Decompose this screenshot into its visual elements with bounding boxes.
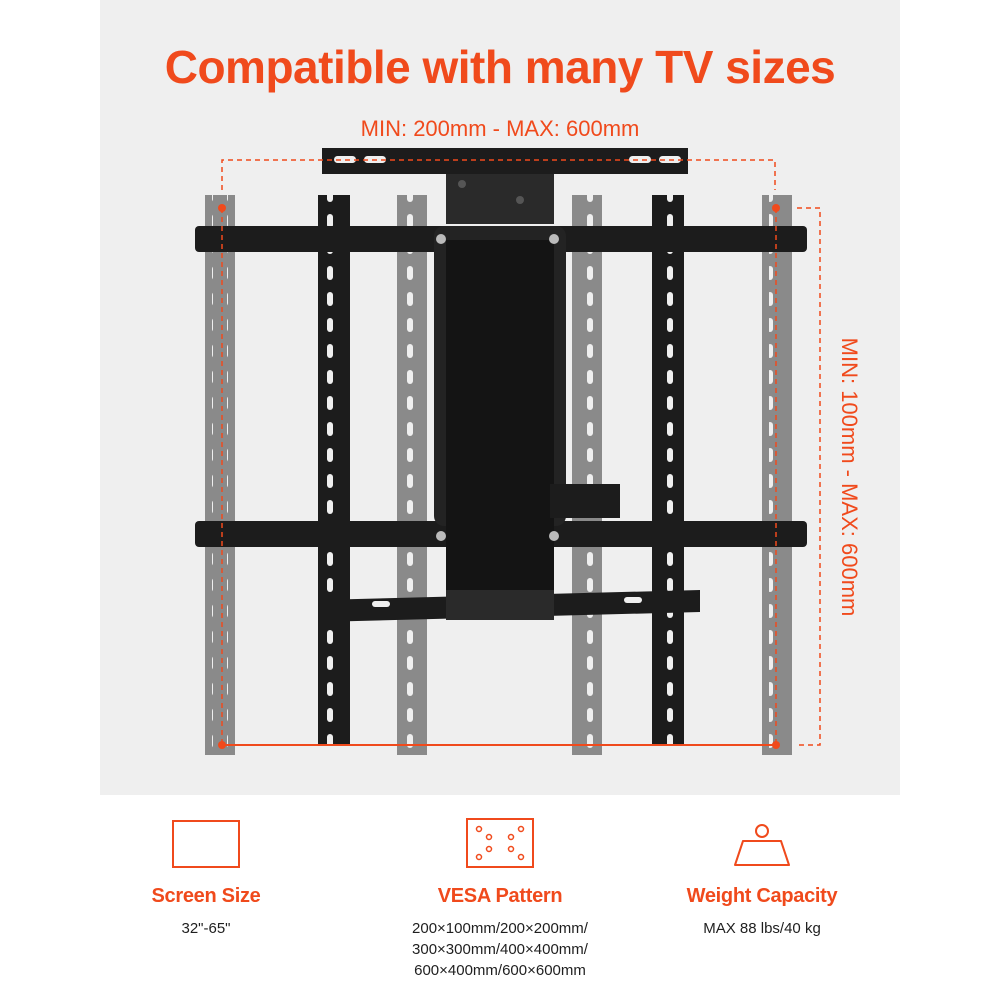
screen-icon xyxy=(172,820,240,868)
feature-title: Screen Size xyxy=(151,885,261,907)
bottom-brace xyxy=(318,590,700,622)
feature-vesa-pattern: VESA Pattern 200×100mm/200×200mm/ 300×30… xyxy=(370,815,630,981)
feature-value-line: 600×400mm/600×600mm xyxy=(414,962,586,979)
dimension-guides xyxy=(218,159,821,749)
top-mounting-plate xyxy=(322,148,688,224)
height-range-label: MIN: 100mm - MAX: 600mm xyxy=(837,337,862,617)
feature-weight-capacity: Weight Capacity MAX 88 lbs/40 kg xyxy=(632,815,892,939)
feature-title: VESA Pattern xyxy=(437,885,563,907)
feature-value: 32"-65" xyxy=(181,920,231,937)
vesa-pattern-icon xyxy=(466,818,534,868)
feature-value: MAX 88 lbs/40 kg xyxy=(703,920,821,937)
page-title: Compatible with many TV sizes xyxy=(164,41,836,93)
width-range-label: MIN: 200mm - MAX: 600mm xyxy=(360,116,640,141)
feature-value-line: 200×100mm/200×200mm/ xyxy=(412,920,588,937)
bracket-arms-dark xyxy=(318,195,684,745)
feature-screen-size: Screen Size 32"-65" xyxy=(76,815,336,939)
tv-mount-illustration xyxy=(195,148,821,755)
bracket-arms-gray xyxy=(205,195,792,755)
weight-icon xyxy=(734,824,790,866)
feature-title: Weight Capacity xyxy=(686,885,838,907)
feature-value-line: 300×300mm/400×400mm/ xyxy=(412,941,588,958)
lift-column xyxy=(434,226,620,590)
